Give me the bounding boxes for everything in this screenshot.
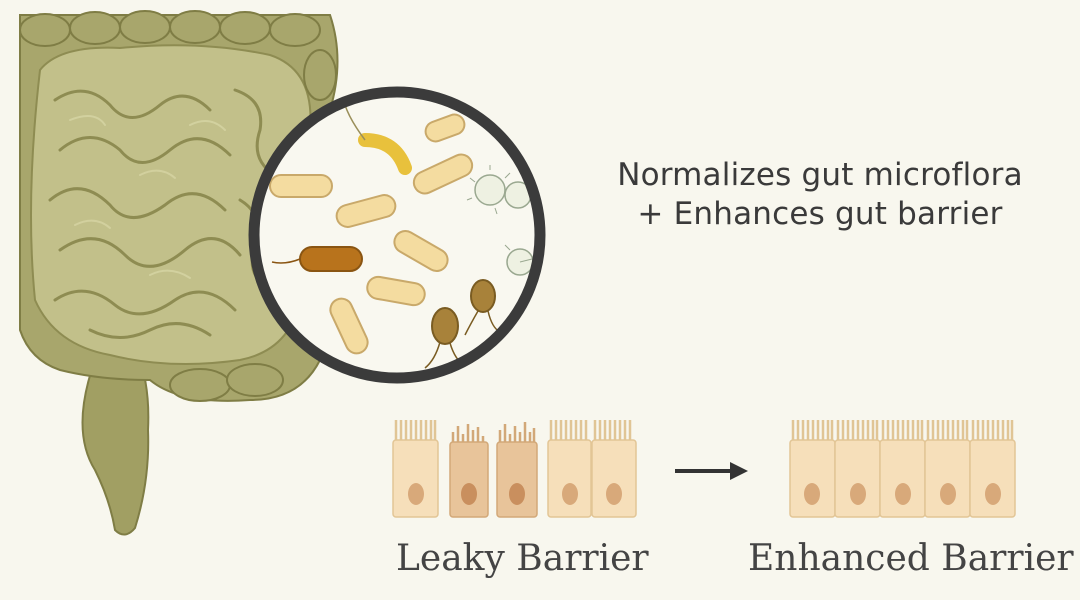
epithelial-cell-icon — [547, 420, 592, 518]
epithelial-cell-icon — [879, 420, 926, 518]
leaky-barrier-cells — [392, 420, 637, 518]
epithelial-cell-icon — [834, 420, 881, 518]
caption-line-2: + Enhances gut barrier — [637, 196, 1003, 232]
epithelial-cell-icon — [924, 420, 971, 518]
epithelial-cell-icon — [496, 422, 538, 518]
epithelial-cell-icon — [969, 420, 1016, 518]
epithelial-cell-icon — [591, 420, 637, 518]
epithelial-cell-icon — [789, 420, 836, 518]
enhanced-barrier-cells — [789, 420, 1016, 518]
magnifier-icon — [248, 86, 546, 384]
enhanced-barrier-label: Enhanced Barrier — [748, 538, 1074, 579]
intestine-icon — [19, 10, 339, 536]
caption-line-1: Normalizes gut microflora — [617, 157, 1023, 193]
bacteria-icon — [269, 104, 537, 369]
right-arrow-icon — [675, 462, 748, 480]
epithelial-cell-icon — [449, 424, 489, 518]
leaky-barrier-label: Leaky Barrier — [396, 538, 649, 579]
epithelial-cell-icon — [392, 420, 439, 518]
